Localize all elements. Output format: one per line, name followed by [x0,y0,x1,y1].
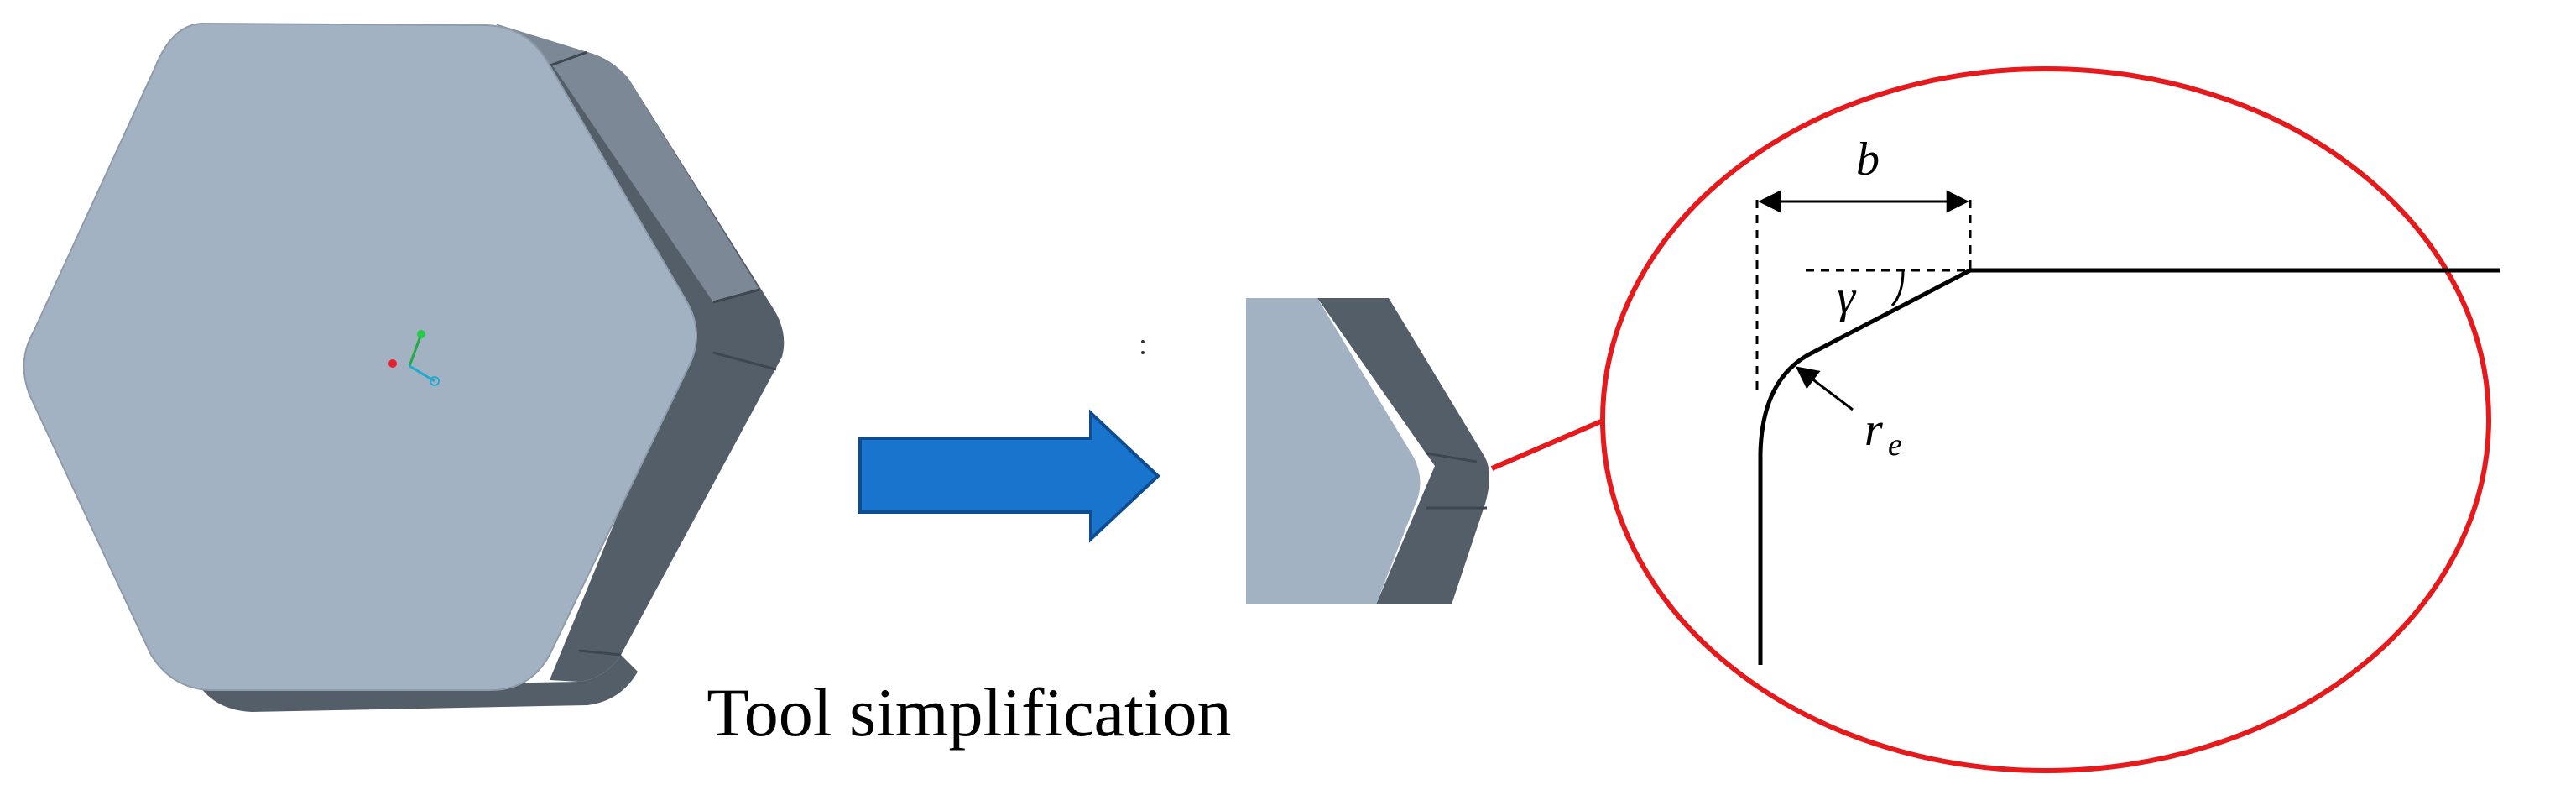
insert-side-bottom [201,655,638,712]
stray-mark [1141,351,1145,354]
simplified-side-lines [1426,452,1487,510]
zoom-connector-line [1490,419,1603,471]
caption: Tool simplification [707,674,1231,751]
simplified-side [1317,298,1489,604]
simplified-tool-corner [1246,298,1489,604]
edge-radius-label: r [1864,404,1883,456]
angle-arc [1890,269,1905,307]
simplified-front-face [1246,298,1421,604]
right-arrow-icon [858,409,1160,543]
radius-leader-arrow [1795,366,1854,411]
cutting-edge-profile [1758,268,2500,665]
chamfer-angle-label: γ [1837,271,1857,323]
insert-front-face [23,22,697,691]
hexagonal-insert [23,22,785,712]
edge-profile: b γ r e [1755,133,2500,665]
coordinate-axes-icon [388,330,440,386]
stray-mark [1141,340,1145,343]
zoom-circle [1600,66,2491,773]
chamfer-width-label: b [1856,133,1880,186]
insert-edge-lines [545,50,777,657]
edge-radius-subscript: e [1888,427,1902,463]
insert-side-upper [495,24,759,302]
